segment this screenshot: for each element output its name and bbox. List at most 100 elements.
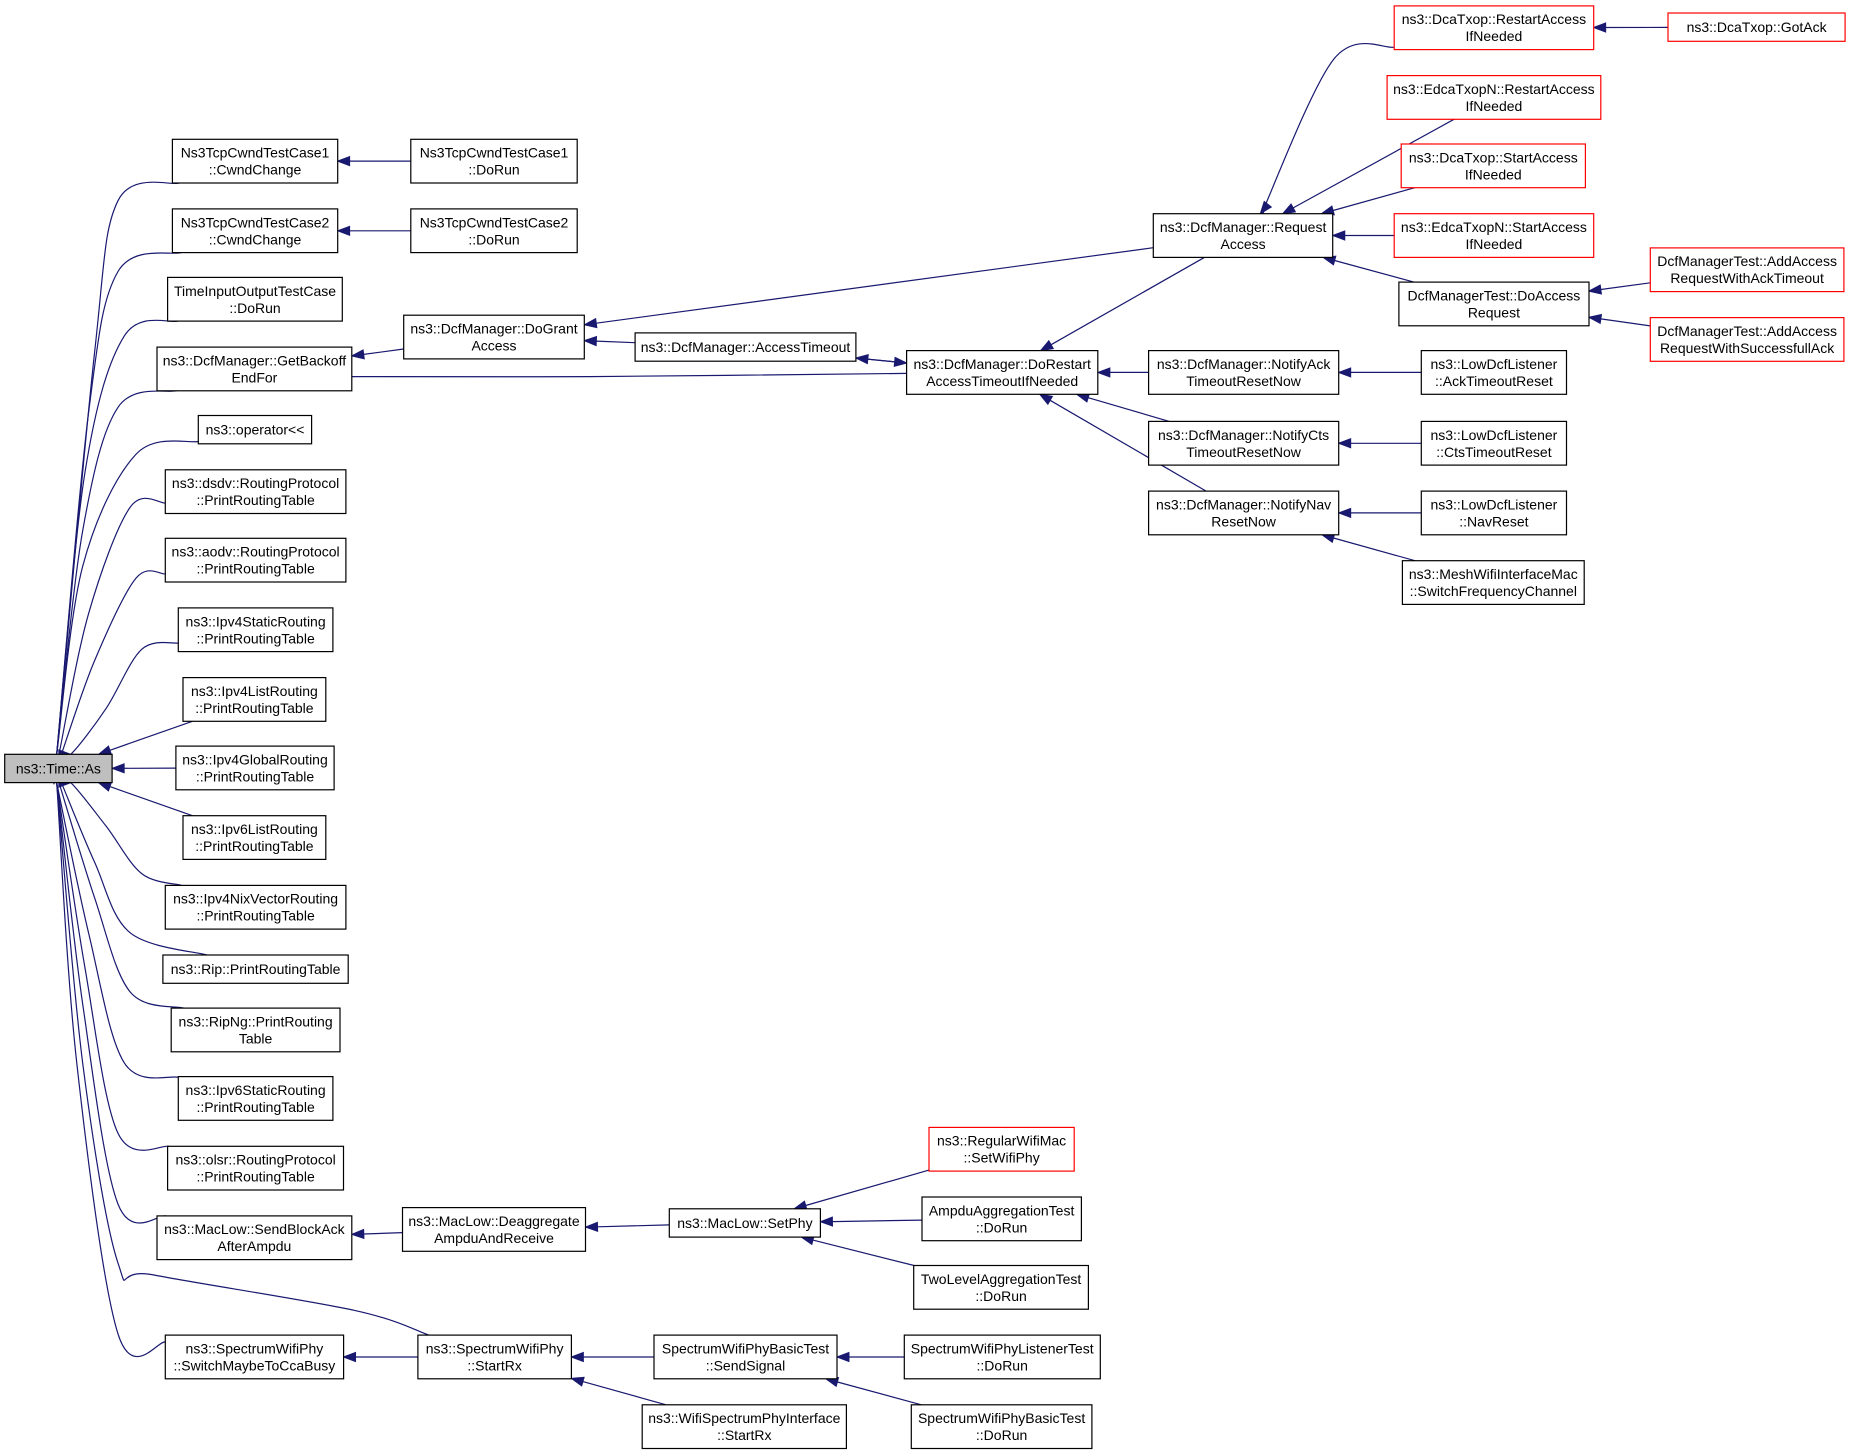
node-label: AccessTimeoutIfNeeded — [926, 373, 1078, 389]
node-notifyack[interactable]: ns3::DcfManager::NotifyAckTimeoutResetNo… — [1147, 350, 1340, 395]
node-sendsignal[interactable]: SpectrumWifiPhyBasicTest::SendSignal — [653, 1334, 838, 1380]
node-tcp2run[interactable]: Ns3TcpCwndTestCase2::DoRun — [410, 208, 578, 254]
edge-acctimeout-to-dorestart — [855, 357, 895, 363]
node-rip[interactable]: ns3::Rip::PrintRoutingTable — [162, 954, 349, 984]
node-label: ns3::WifiSpectrumPhyInterface — [648, 1410, 840, 1426]
node-label: ns3::SpectrumWifiPhy — [186, 1341, 324, 1357]
node-ifacestartrx[interactable]: ns3::WifiSpectrumPhyInterface::StartRx — [641, 1404, 848, 1450]
arrowhead-reqaccess — [1281, 203, 1297, 215]
edge-meshswitch-to-notifynav — [1333, 537, 1416, 562]
node-ipv4list[interactable]: ns3::Ipv4ListRouting::PrintRoutingTable — [182, 676, 327, 722]
node-listenertest[interactable]: SpectrumWifiPhyListenerTest::DoRun — [903, 1334, 1101, 1380]
node-label: ::PrintRoutingTable — [196, 768, 315, 784]
arrowhead-root — [97, 781, 113, 792]
node-timeio[interactable]: TimeInputOutputTestCase::DoRun — [167, 276, 343, 322]
node-tcp2cw[interactable]: Ns3TcpCwndTestCase2::CwndChange — [171, 208, 339, 254]
node-acctimeout[interactable]: ns3::DcfManager::AccessTimeout — [634, 332, 857, 362]
node-label: SpectrumWifiPhyListenerTest — [911, 1341, 1094, 1357]
node-label: IfNeeded — [1465, 236, 1522, 252]
edge-regsetphy-to-setphy — [805, 1169, 930, 1207]
node-startrx[interactable]: ns3::SpectrumWifiPhy::StartRx — [417, 1334, 572, 1380]
node-regsetphy[interactable]: ns3::RegularWifiMac::SetWifiPhy — [928, 1126, 1075, 1172]
node-root[interactable]: ns3::Time::As — [4, 753, 113, 784]
node-label: ns3::operator<< — [206, 422, 305, 438]
node-label: SpectrumWifiPhyBasicTest — [662, 1341, 829, 1357]
node-tcp1run[interactable]: Ns3TcpCwndTestCase1::DoRun — [410, 138, 578, 184]
node-twoleveltest[interactable]: TwoLevelAggregationTest::DoRun — [913, 1264, 1090, 1310]
arrowhead-dorestart — [893, 356, 909, 367]
node-addtimeout[interactable]: DcfManagerTest::AddAccessRequestWithAckT… — [1649, 247, 1845, 293]
node-label: ns3::SpectrumWifiPhy — [426, 1341, 564, 1357]
node-label: ::DoRun — [976, 1219, 1027, 1235]
node-olsr[interactable]: ns3::olsr::RoutingProtocol::PrintRouting… — [167, 1145, 345, 1191]
node-aodv[interactable]: ns3::aodv::RoutingProtocol::PrintRouting… — [164, 537, 347, 583]
node-box — [164, 537, 347, 583]
node-label: ::CtsTimeoutReset — [1436, 444, 1552, 460]
node-meshswitch[interactable]: ns3::MeshWifiInterfaceMac::SwitchFrequen… — [1401, 560, 1585, 606]
arrowhead-sendblockack — [350, 1228, 365, 1240]
node-addsuccess[interactable]: DcfManagerTest::AddAccessRequestWithSucc… — [1649, 317, 1845, 362]
arrowhead-dorestart — [1039, 339, 1055, 352]
node-basictest[interactable]: SpectrumWifiPhyBasicTest::DoRun — [910, 1404, 1093, 1450]
edge-addsuccess-to-doaccreq — [1600, 318, 1651, 327]
node-label: RequestWithSuccessfullAck — [1660, 340, 1835, 356]
node-navreset[interactable]: ns3::LowDcfListener::NavReset — [1420, 490, 1568, 536]
node-ipv4static[interactable]: ns3::Ipv4StaticRouting::PrintRoutingTabl… — [177, 607, 334, 653]
node-switchcca[interactable]: ns3::SpectrumWifiPhy::SwitchMaybeToCcaBu… — [164, 1334, 345, 1380]
node-box — [175, 745, 335, 791]
node-ipv4global[interactable]: ns3::Ipv4GlobalRouting::PrintRoutingTabl… — [175, 745, 335, 791]
arrowhead-doaccreq — [1587, 284, 1603, 295]
arrowhead-notifynav — [1337, 507, 1352, 519]
node-box — [164, 1334, 345, 1380]
edge-doaccreq-to-reqaccess — [1334, 259, 1415, 283]
edge-basictest-to-sendsignal — [837, 1381, 922, 1406]
node-setphy[interactable]: ns3::MacLow::SetPhy — [668, 1208, 821, 1238]
node-label: ns3::Ipv6StaticRouting — [186, 1082, 326, 1098]
node-label: ::DoRun — [468, 231, 519, 247]
node-ackreset[interactable]: ns3::LowDcfListener::AckTimeoutReset — [1420, 350, 1568, 395]
node-tcp1cw[interactable]: Ns3TcpCwndTestCase1::CwndChange — [171, 138, 339, 184]
node-ctsreset[interactable]: ns3::LowDcfListener::CtsTimeoutReset — [1420, 420, 1568, 466]
node-ripng[interactable]: ns3::RipNg::PrintRoutingTable — [170, 1007, 341, 1053]
node-dsdv[interactable]: ns3::dsdv::RoutingProtocol::PrintRouting… — [164, 469, 347, 515]
node-box — [170, 1007, 341, 1053]
node-label: ns3::DcaTxop::StartAccess — [1409, 149, 1578, 165]
node-label: Request — [1468, 305, 1520, 321]
node-box — [167, 276, 343, 322]
node-label: ns3::Ipv4NixVectorRouting — [173, 891, 338, 907]
node-label: ::DoRun — [468, 162, 519, 178]
arrowhead-dorestart — [1038, 393, 1054, 406]
node-box — [1147, 350, 1340, 395]
node-label: ::PrintRoutingTable — [196, 630, 315, 646]
arrowhead-startrx — [569, 1376, 585, 1387]
node-ipv6static[interactable]: ns3::Ipv6StaticRouting::PrintRoutingTabl… — [177, 1075, 334, 1121]
arrowhead-deaggregate — [584, 1221, 599, 1233]
edge-acctimeout-to-dogrant — [596, 340, 636, 344]
node-box — [1420, 490, 1568, 536]
node-ipv4nix[interactable]: ns3::Ipv4NixVectorRouting::PrintRoutingT… — [164, 884, 347, 930]
node-box — [403, 314, 585, 360]
node-ipv6list[interactable]: ns3::Ipv6ListRouting::PrintRoutingTable — [182, 815, 327, 861]
node-gotack[interactable]: ns3::DcaTxop::GotAck — [1667, 12, 1846, 42]
arrowhead-tcp1cw — [336, 155, 351, 167]
edge-sendblockack-to-root — [54, 765, 167, 1224]
node-opout[interactable]: ns3::operator<< — [197, 414, 313, 445]
node-dorestart[interactable]: ns3::DcfManager::DoRestartAccessTimeoutI… — [905, 350, 1099, 395]
node-box — [156, 1215, 353, 1261]
node-notifycts[interactable]: ns3::DcfManager::NotifyCtsTimeoutResetNo… — [1147, 420, 1340, 466]
node-label: ::AckTimeoutReset — [1435, 373, 1553, 389]
node-box — [1400, 143, 1586, 189]
node-ampdutest[interactable]: AmpduAggregationTest::DoRun — [921, 1196, 1082, 1242]
node-box — [634, 332, 857, 362]
